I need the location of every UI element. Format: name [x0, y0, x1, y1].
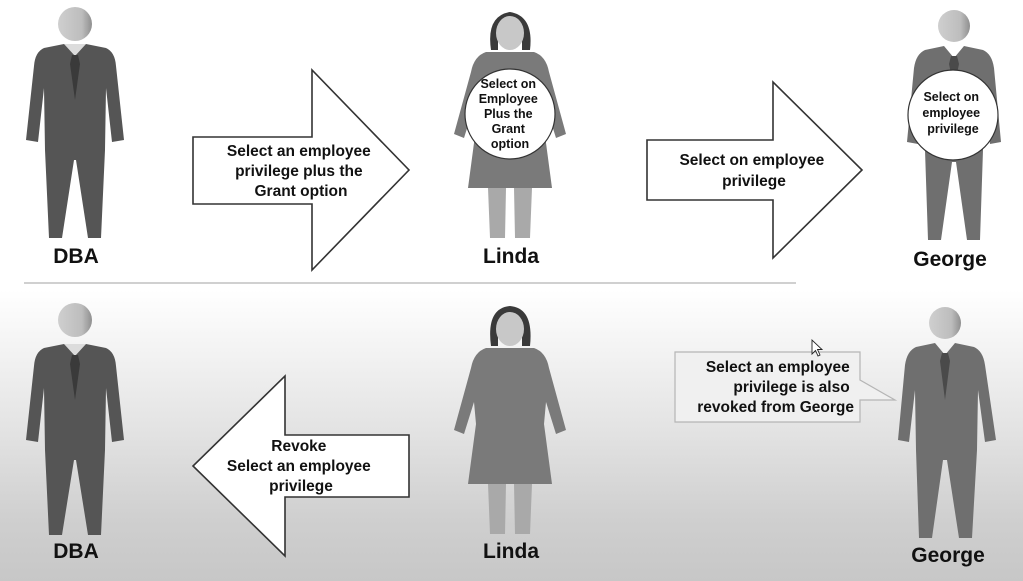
george-head — [929, 307, 961, 339]
linda-figure-bottom — [454, 306, 566, 534]
linda-head — [496, 16, 524, 50]
linda-badge-line-1: Select on — [480, 77, 536, 91]
linda-badge-circle — [464, 68, 556, 160]
dba-figure-top — [26, 7, 124, 238]
linda-dress — [454, 348, 566, 484]
linda-label-bottom: Linda — [483, 540, 539, 563]
select-arrow-line-2: privilege — [722, 173, 786, 190]
george-badge-line-3: privilege — [927, 122, 978, 136]
dba-shirt — [64, 44, 86, 58]
grant-arrow-shape — [192, 68, 411, 272]
george-head — [938, 10, 970, 42]
george-badge-line-2: employee — [922, 106, 980, 120]
revoke-arrow-line-3: privilege — [269, 478, 333, 495]
linda-legs — [488, 188, 532, 238]
george-suit — [898, 343, 996, 538]
grant-arrow-line-2: privilege plus the — [235, 163, 363, 180]
callout-line-2: privilege is also — [733, 379, 849, 396]
callout-line-3: revoked from George — [697, 399, 854, 416]
revoke-arrow: Revoke Select an employee privilege — [191, 374, 410, 558]
svg-text:Select on employee privi: Select on employee privilege — [679, 152, 828, 190]
dba-suit — [26, 344, 124, 535]
linda-badge: Select on Employee Plus the Grant option — [464, 68, 556, 160]
linda-badge-line-4: Grant — [492, 122, 526, 136]
dba-suit — [26, 44, 124, 238]
george-badge-circle — [907, 69, 999, 161]
revoke-arrow-line-2: Select an employee — [227, 458, 371, 475]
revoke-callout-shape — [674, 351, 898, 423]
linda-head — [496, 312, 524, 346]
linda-legs — [488, 484, 532, 534]
svg-text:Select on employee: Select on employee privilege — [922, 90, 983, 136]
linda-badge-line-2: Employee — [479, 92, 538, 106]
linda-label-top: Linda — [483, 245, 539, 268]
dba-figure-bottom — [26, 303, 124, 535]
revoke-callout: Select an employee privilege is also rev… — [674, 351, 898, 423]
select-arrow-shape — [646, 80, 864, 260]
grant-arrow-line-1: Select an employee — [227, 143, 371, 160]
grant-arrow-line-3: Grant option — [255, 183, 348, 200]
dba-label-top: DBA — [53, 245, 99, 268]
revoke-arrow-shape — [191, 374, 410, 558]
revoke-arrow-line-1: Revoke — [271, 438, 327, 455]
callout-line-1: Select an employee — [706, 359, 850, 376]
dba-label-bottom: DBA — [53, 540, 99, 563]
dba-tie — [70, 355, 80, 400]
dba-head — [58, 303, 92, 337]
mouse-cursor-icon — [811, 338, 824, 357]
grant-arrow: Select an employee privilege plus the Gr… — [192, 68, 411, 272]
george-tie — [940, 353, 950, 400]
svg-text:Select an employee privi: Select an employee privilege plus the Gr… — [227, 143, 375, 200]
george-badge-line-1: Select on — [923, 90, 979, 104]
dba-head — [58, 7, 92, 41]
select-arrow-line-1: Select on employee — [679, 152, 824, 169]
dba-tie — [70, 55, 80, 100]
svg-text:Select on Employee: Select on Employee Plus the Grant option — [479, 77, 542, 151]
dba-shirt — [64, 344, 86, 358]
george-label-top: George — [913, 248, 987, 271]
linda-badge-line-3: Plus the — [484, 107, 533, 121]
svg-text:Revoke Select an employe: Revoke Select an employee privilege — [227, 438, 375, 495]
george-label-bottom: George — [911, 544, 985, 567]
george-badge: Select on employee privilege — [907, 69, 999, 161]
select-arrow: Select on employee privilege — [646, 80, 864, 260]
linda-badge-line-5: option — [491, 137, 529, 151]
svg-text:Select an employee privi: Select an employee privilege is also rev… — [697, 359, 854, 416]
george-figure-bottom — [898, 307, 996, 538]
